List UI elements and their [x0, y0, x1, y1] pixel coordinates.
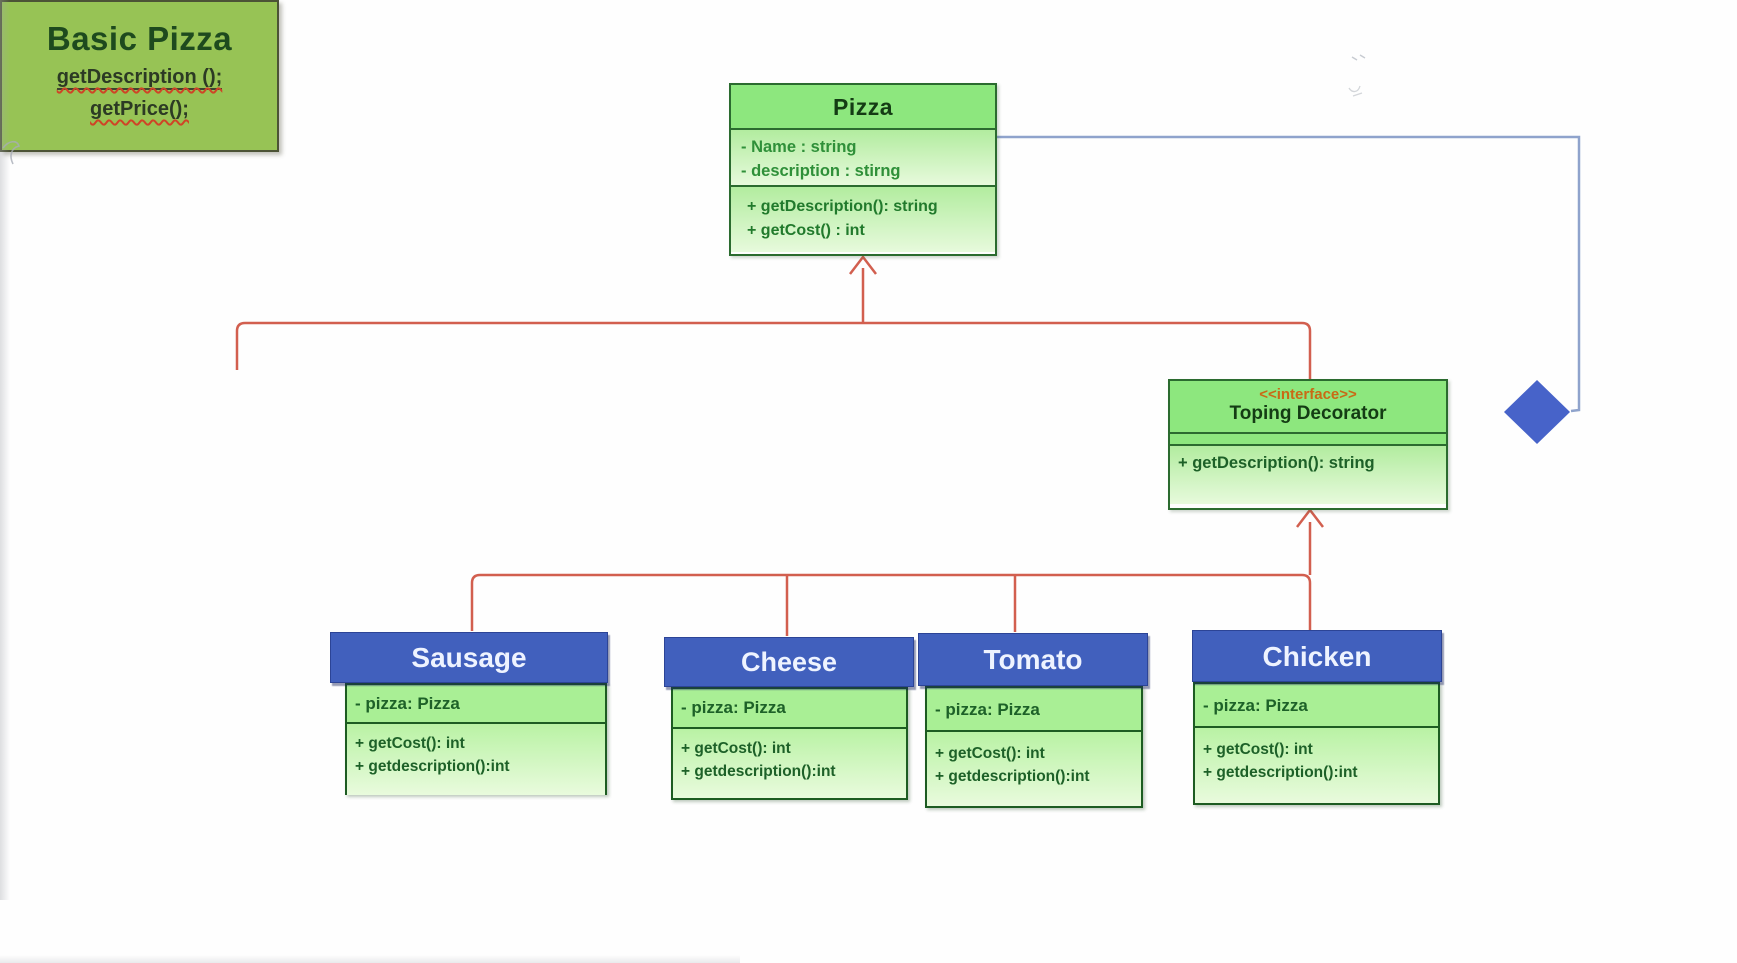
class-chicken-methods: + getCost(): int + getdescription():int [1195, 728, 1438, 803]
class-pizza-attributes: - Name : string - description : stirng [731, 130, 995, 187]
inheritance-connector-bottom [470, 573, 1312, 631]
stray-mark-top-right-1 [1351, 54, 1366, 61]
method-line: + getCost(): int [1203, 741, 1313, 758]
class-sausage: Sausage - pizza: Pizza + getCost(): int … [330, 632, 608, 795]
class-cheese-body: - pizza: Pizza + getCost(): int + getdes… [671, 687, 908, 800]
method-line: getDescription (); [56, 66, 223, 90]
class-cheese-title: Cheese [664, 637, 914, 687]
method-line: + getdescription():int [935, 768, 1090, 785]
method-line: getPrice(); [90, 98, 189, 120]
class-toping-decorator-methods: + getDescription(): string [1170, 446, 1446, 504]
class-pizza: Pizza - Name : string - description : st… [729, 83, 997, 256]
attribute-line: - description : stirng [741, 162, 901, 180]
class-tomato: Tomato - pizza: Pizza + getCost(): int +… [918, 633, 1148, 808]
class-sausage-methods: + getCost(): int + getdescription():int [347, 724, 605, 795]
class-tomato-title: Tomato [918, 633, 1148, 686]
attribute-line: - pizza: Pizza [1195, 684, 1438, 728]
interface-stereotype: <<interface>> [1259, 386, 1357, 403]
class-pizza-methods: + getDescription(): string + getCost() :… [731, 187, 995, 252]
class-pizza-title: Pizza [731, 85, 995, 130]
arrowhead-to-decorator-icon [1296, 508, 1324, 528]
method-line: + getCost(): int [355, 735, 465, 752]
class-cheese: Cheese - pizza: Pizza + getCost(): int +… [664, 637, 914, 800]
method-line: + getCost() : int [747, 222, 865, 239]
class-basic-pizza: Basic Pizza getDescription (); getPrice(… [0, 0, 279, 152]
attribute-line: - pizza: Pizza [927, 688, 1141, 732]
attribute-line: - pizza: Pizza [347, 685, 605, 724]
aggregation-diamond-icon [1504, 380, 1570, 444]
attribute-line: - pizza: Pizza [673, 689, 906, 729]
class-basic-pizza-title: Basic Pizza [46, 20, 233, 57]
aggregation-connector [997, 135, 1581, 413]
inheritance-connector-top [235, 321, 1312, 379]
method-line: + getdescription():int [1203, 764, 1358, 781]
class-chicken-title: Chicken [1192, 630, 1442, 682]
arrowhead-to-pizza-icon [849, 255, 877, 275]
class-toping-decorator-title: Toping Decorator [1229, 403, 1387, 424]
method-line: + getDescription(): string [747, 198, 938, 215]
class-sausage-body: - pizza: Pizza + getCost(): int + getdes… [345, 683, 607, 795]
class-tomato-methods: + getCost(): int + getdescription():int [927, 732, 1141, 806]
method-line: + getDescription(): string [1178, 454, 1375, 472]
method-line: + getCost(): int [935, 745, 1045, 762]
class-toping-decorator: <<interface>> Toping Decorator + getDesc… [1168, 379, 1448, 510]
class-chicken-body: - pizza: Pizza + getCost(): int + getdes… [1193, 682, 1440, 805]
stray-scribble-left [2, 140, 21, 165]
attribute-line: - Name : string [741, 138, 857, 156]
method-line: + getdescription():int [355, 758, 510, 775]
class-chicken: Chicken - pizza: Pizza + getCost(): int … [1192, 630, 1442, 805]
class-cheese-methods: + getCost(): int + getdescription():int [673, 729, 906, 798]
method-line: + getdescription():int [681, 763, 836, 780]
stray-mark-top-right-2 [1348, 85, 1363, 97]
class-sausage-title: Sausage [330, 632, 608, 683]
empty-attributes-compartment [1170, 434, 1446, 446]
class-tomato-body: - pizza: Pizza + getCost(): int + getdes… [925, 686, 1143, 808]
class-toping-decorator-header: <<interface>> Toping Decorator [1170, 381, 1446, 434]
method-line: + getCost(): int [681, 740, 791, 757]
